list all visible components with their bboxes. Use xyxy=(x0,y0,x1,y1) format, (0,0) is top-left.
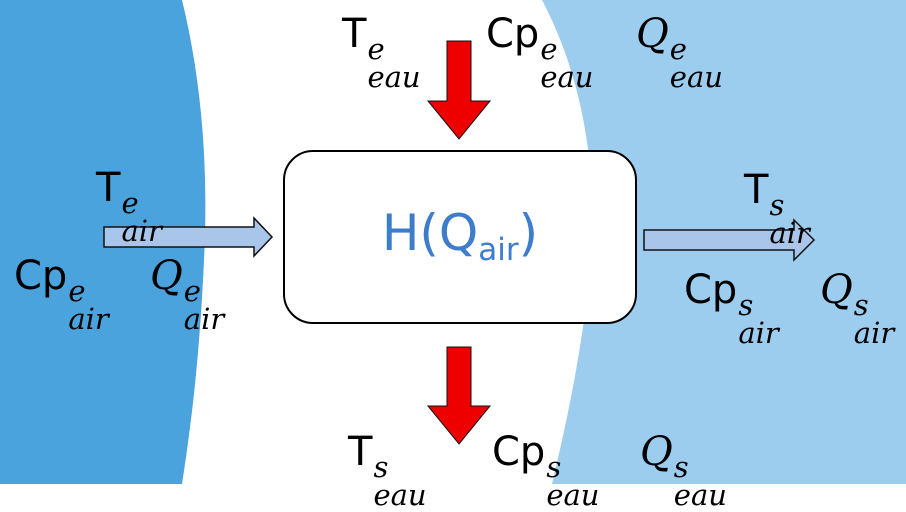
exchanger-label: H(Qair) xyxy=(382,208,538,266)
diagram-background xyxy=(0,0,906,484)
exchanger-func-sub: air xyxy=(478,232,519,268)
water-inlet-arrow xyxy=(426,40,492,140)
left-blue-band xyxy=(0,0,206,484)
water-outlet-arrow xyxy=(426,346,492,445)
air-outlet-arrow xyxy=(643,218,816,262)
exchanger-box: H(Qair) xyxy=(283,150,637,324)
exchanger-func: H(Q xyxy=(381,204,479,262)
exchanger-func-close: ) xyxy=(518,204,539,262)
air-inlet-arrow xyxy=(103,216,274,258)
